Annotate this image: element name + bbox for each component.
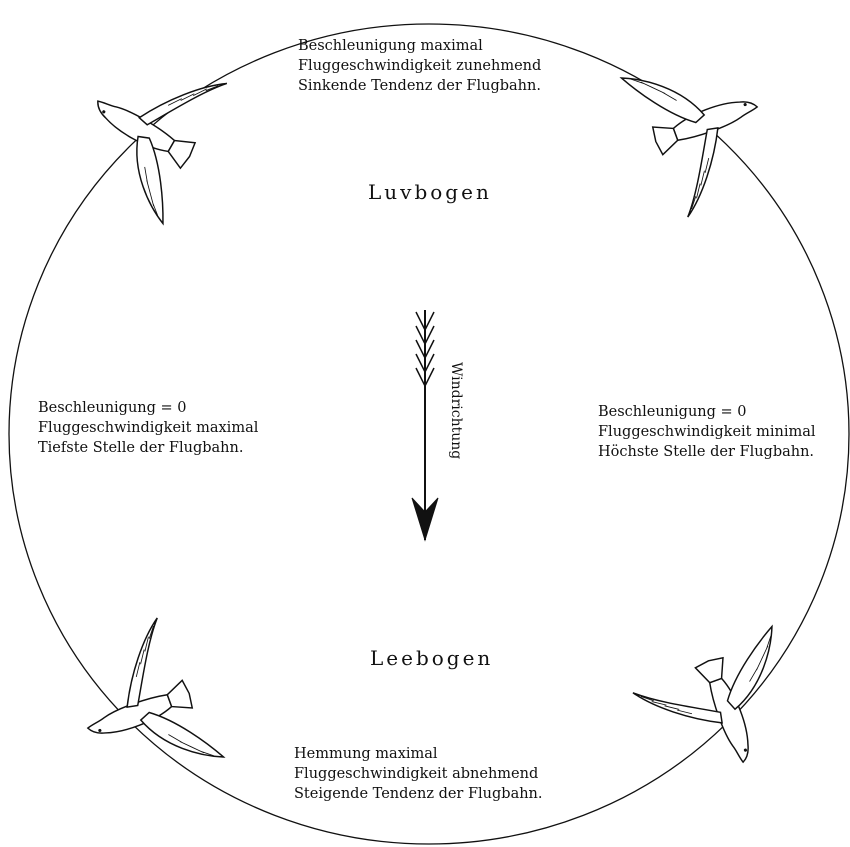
left-annotation-line-1: Beschleunigung = 0 (38, 398, 258, 418)
top-annotation: Beschleunigung maximal Fluggeschwindigke… (298, 36, 541, 96)
top-annotation-line-1: Beschleunigung maximal (298, 36, 541, 56)
left-annotation-line-2: Fluggeschwindigkeit maximal (38, 418, 258, 438)
bottom-annotation: Hemmung maximal Fluggeschwindigkeit abne… (294, 744, 543, 804)
wind-arrow (412, 310, 438, 540)
top-annotation-line-3: Sinkende Tendenz der Flugbahn. (298, 76, 541, 96)
left-annotation-line-3: Tiefste Stelle der Flugbahn. (38, 438, 258, 458)
bottom-annotation-line-2: Fluggeschwindigkeit abnehmend (294, 764, 543, 784)
bird-bottom-left-icon (61, 613, 224, 797)
bird-bottom-right-icon (628, 627, 812, 790)
bird-top-right-icon (622, 38, 785, 222)
leebogen-label: Leebogen (370, 646, 493, 670)
left-annotation: Beschleunigung = 0 Fluggeschwindigkeit m… (38, 398, 258, 458)
bottom-annotation-line-1: Hemmung maximal (294, 744, 543, 764)
right-annotation-line-3: Höchste Stelle der Flugbahn. (598, 442, 816, 462)
wind-direction-label: Windrichtung (448, 362, 464, 459)
right-annotation-line-1: Beschleunigung = 0 (598, 402, 816, 422)
right-annotation-line-2: Fluggeschwindigkeit minimal (598, 422, 816, 442)
luvbogen-label: Luvbogen (368, 180, 492, 204)
bottom-annotation-line-3: Steigende Tendenz der Flugbahn. (294, 784, 543, 804)
top-annotation-line-2: Fluggeschwindigkeit zunehmend (298, 56, 541, 76)
right-annotation: Beschleunigung = 0 Fluggeschwindigkeit m… (598, 402, 816, 462)
